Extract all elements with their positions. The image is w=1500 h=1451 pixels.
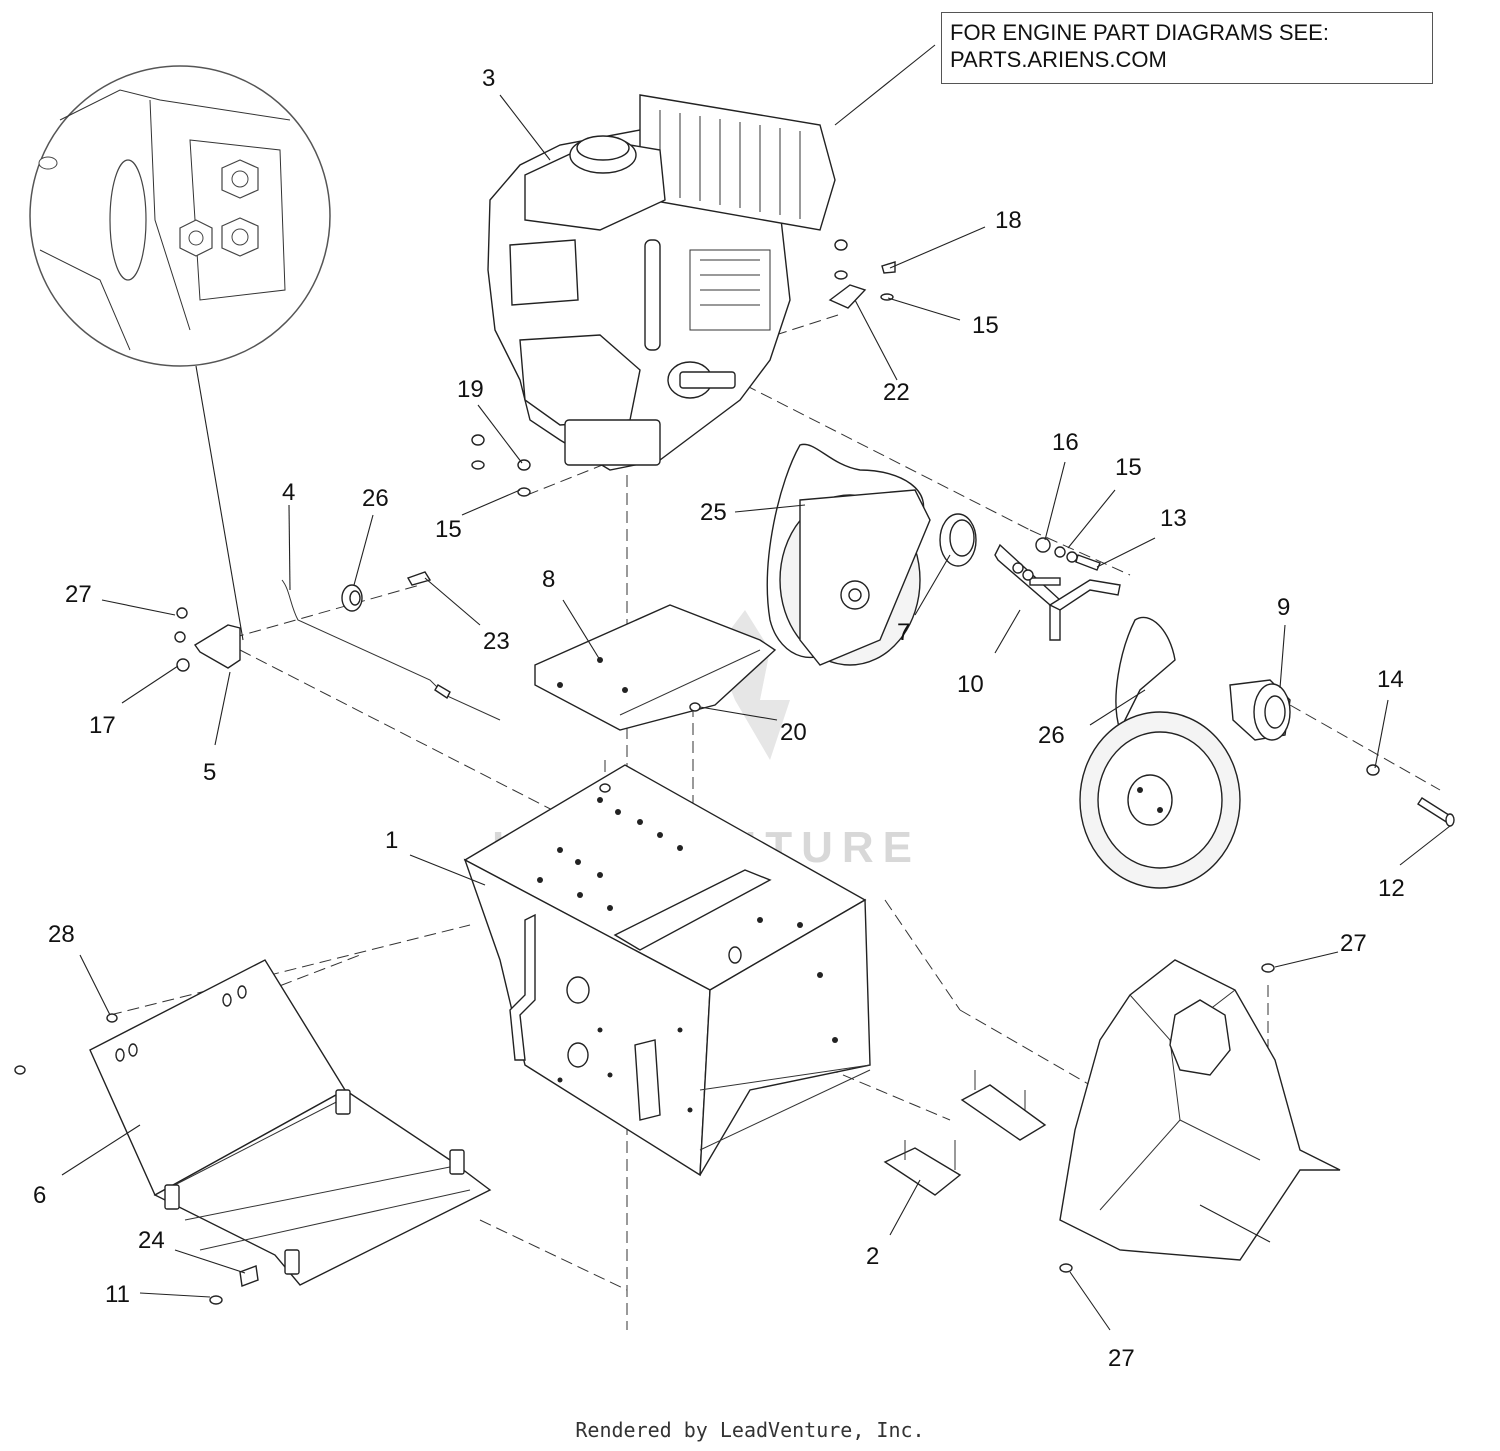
note-line-2: PARTS.ARIENS.COM bbox=[950, 47, 1167, 72]
detail-magnifier bbox=[29, 65, 331, 641]
callout-24: 26 bbox=[1038, 722, 1065, 749]
engine-diagram-note: FOR ENGINE PART DIAGRAMS SEE: PARTS.ARIE… bbox=[941, 12, 1433, 84]
callout-8: 8 bbox=[542, 566, 555, 593]
callout-5: 5 bbox=[203, 759, 216, 786]
callout-17: 17 bbox=[89, 712, 116, 739]
mounting-brackets bbox=[883, 1070, 1047, 1196]
callout-26-upper: 27 bbox=[1340, 930, 1367, 957]
belt-shroud bbox=[1059, 959, 1341, 1273]
rendered-by-footer: Rendered by LeadVenture, Inc. bbox=[575, 1418, 925, 1442]
callout-4: 4 bbox=[282, 479, 295, 506]
callout-11: 11 bbox=[105, 1281, 130, 1308]
engine-mount-fasteners bbox=[471, 239, 896, 497]
callout-10: 10 bbox=[957, 671, 984, 698]
callout-7: 7 bbox=[897, 619, 910, 646]
callout-15-lower: 15 bbox=[435, 516, 462, 543]
callout-15-right: 15 bbox=[1115, 454, 1142, 481]
rod-and-brackets bbox=[174, 571, 501, 721]
callout-25: 26 bbox=[362, 485, 389, 512]
callout-26-lower: 27 bbox=[1108, 1345, 1135, 1372]
callout-1: 1 bbox=[385, 827, 398, 854]
pulley-hub bbox=[939, 513, 977, 567]
idler-bracket bbox=[994, 537, 1121, 641]
callout-6: 6 bbox=[33, 1182, 46, 1209]
cover-plate bbox=[534, 604, 777, 731]
callout-9: 9 bbox=[1277, 594, 1290, 621]
callout-leaders bbox=[61, 44, 1451, 1331]
callout-15-upper: 15 bbox=[972, 312, 999, 339]
callout-14: 14 bbox=[1377, 666, 1404, 693]
callout-2: 2 bbox=[866, 1243, 879, 1270]
pin-and-clip bbox=[1366, 764, 1455, 827]
main-frame bbox=[463, 764, 871, 1177]
callout-19: 20 bbox=[780, 719, 807, 746]
auger-belt-and-pulley bbox=[1079, 616, 1291, 889]
callout-22: 24 bbox=[138, 1227, 165, 1254]
callout-18-upper: 18 bbox=[995, 207, 1022, 234]
callout-20: 22 bbox=[883, 379, 910, 406]
callout-16: 16 bbox=[1052, 429, 1079, 456]
callout-23: 25 bbox=[700, 499, 727, 526]
callout-12: 12 bbox=[1378, 875, 1405, 902]
engine bbox=[487, 94, 836, 471]
bottom-cover bbox=[14, 959, 492, 1305]
callout-3: 3 bbox=[482, 65, 495, 92]
callout-18-lower: 19 bbox=[457, 376, 484, 403]
note-line-1: FOR ENGINE PART DIAGRAMS SEE: bbox=[950, 20, 1329, 45]
drive-belt-and-pulley bbox=[766, 443, 931, 666]
callout-27-upper: 27 bbox=[65, 581, 92, 608]
callout-21: 23 bbox=[483, 628, 510, 655]
callout-13: 13 bbox=[1160, 505, 1187, 532]
callout-27-lower: 28 bbox=[48, 921, 75, 948]
callout-numbers: 3 18 15 22 19 15 4 26 23 27 17 5 25 7 10… bbox=[33, 65, 1405, 1372]
